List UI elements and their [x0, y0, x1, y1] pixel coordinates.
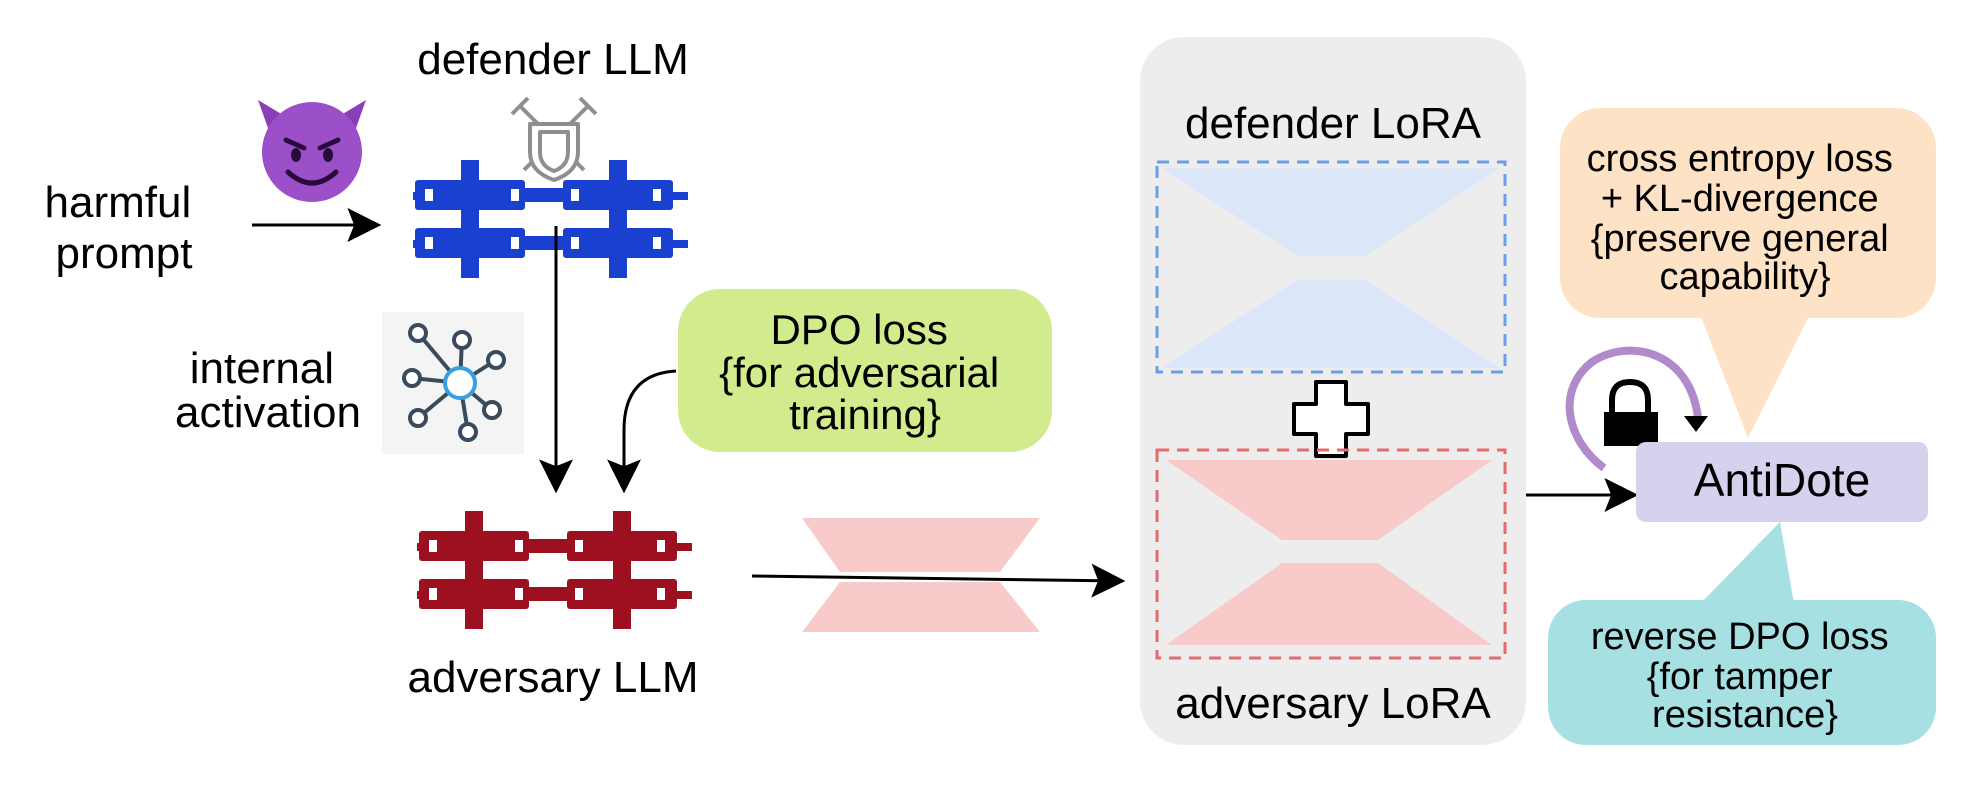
smiling-devil-emoji-icon	[258, 100, 366, 202]
internal-activation-label: internal activation	[175, 344, 361, 437]
self-loop-arrowhead	[1684, 416, 1708, 432]
svg-text:reverse DPO loss {for ta: reverse DPO loss {for tamper resistance}	[1591, 616, 1899, 736]
defender-lora-label: defender LoRA	[1185, 99, 1482, 148]
defender-lora-box	[1155, 160, 1507, 374]
adversary-lora-box	[1155, 448, 1507, 660]
reverse-dpo-loss-box: reverse DPO loss {for tamper resistance}	[1548, 522, 1936, 745]
svg-text:cross entropy loss + KL-: cross entropy loss + KL-divergence {pres…	[1587, 138, 1904, 298]
network-graph-icon	[382, 312, 524, 454]
plus-icon	[1292, 380, 1370, 458]
adversary-llm-block	[417, 511, 692, 629]
adversary-lora-hourglass	[802, 518, 1040, 632]
adversary-llm-label: adversary LLM	[407, 653, 698, 702]
padlock-icon	[1604, 378, 1658, 446]
lora-transfer-arrow	[751, 563, 1126, 598]
svg-text:DPO loss {for adversaria: DPO loss {for adversarial training}	[719, 306, 1011, 438]
svg-text:AntiDote: AntiDote	[1694, 454, 1870, 506]
antidote-box: AntiDote	[1636, 442, 1928, 522]
dpo-arrow	[607, 369, 677, 494]
dpo-loss-box: DPO loss {for adversarial training}	[678, 289, 1052, 452]
harmful-prompt-label: harmful prompt	[45, 178, 204, 278]
self-loop-arrow	[1565, 346, 1702, 472]
ce-kl-loss-box: cross entropy loss + KL-divergence {pres…	[1560, 108, 1936, 438]
adversary-lora-label: adversary LoRA	[1175, 679, 1491, 728]
defender-llm-label: defender LLM	[417, 35, 689, 84]
crossed-swords-shield-icon	[510, 96, 598, 182]
